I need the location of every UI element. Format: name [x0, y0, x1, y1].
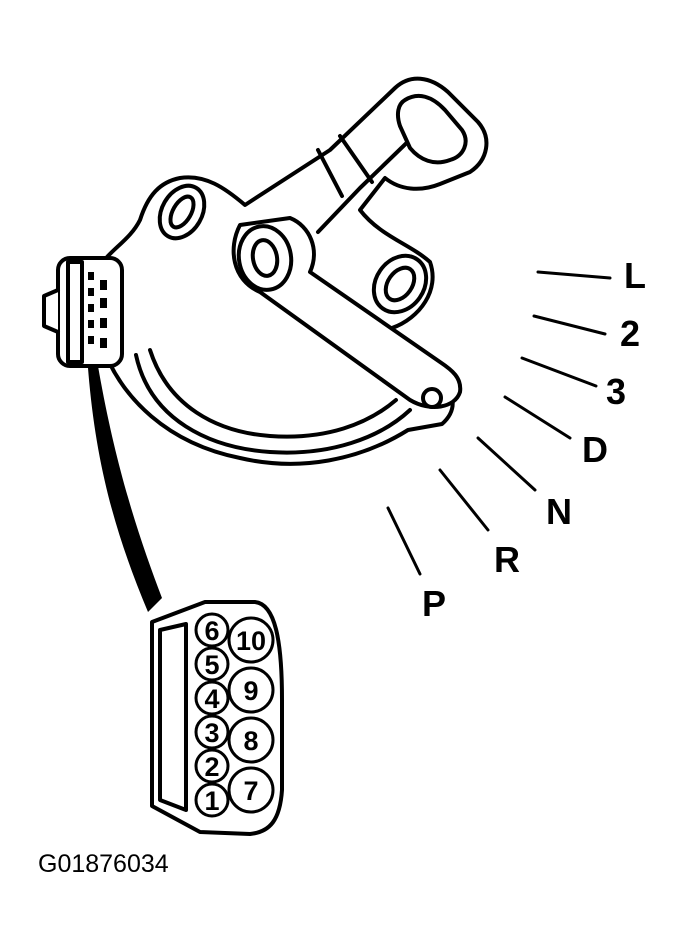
lever-mark-1	[316, 148, 344, 198]
pin-2-label: 2	[204, 752, 219, 782]
pointer-L	[536, 270, 612, 280]
position-label-3: 3	[606, 371, 626, 412]
lever-spine	[316, 128, 422, 234]
body-arc	[134, 353, 412, 455]
pin-7-circle	[227, 766, 275, 814]
pin-2-circle	[194, 748, 230, 784]
pin-4-circle	[194, 680, 230, 716]
connector-pins: 6 5 4 3 2 1 10 9 8 7	[194, 612, 275, 818]
pointer-3	[520, 356, 598, 388]
position-label-N: N	[546, 491, 572, 532]
pin-5-circle	[194, 646, 230, 682]
pin-3-circle	[194, 714, 230, 750]
pointer-N	[476, 436, 537, 492]
mount-hole-center-inner	[250, 238, 280, 278]
callout-wedge	[88, 366, 162, 612]
pin-3-label: 3	[204, 718, 219, 748]
upper-slot	[395, 93, 468, 165]
pin-8-label: 8	[243, 726, 258, 756]
position-label-R: R	[494, 539, 520, 580]
pin-8-circle	[227, 716, 275, 764]
pointer-D	[503, 395, 572, 440]
pin-1-circle	[194, 782, 230, 818]
connector-latch	[158, 622, 188, 812]
pin-9-label: 9	[243, 676, 258, 706]
body-arc-inner	[148, 348, 398, 439]
pin-6-label: 6	[204, 616, 219, 646]
mount-hole-right-inner	[383, 265, 417, 303]
pointer-P	[386, 506, 422, 576]
pin-1-label: 1	[204, 786, 219, 816]
position-label-P: P	[422, 583, 446, 624]
pin-10-label: 10	[236, 626, 266, 656]
lever-pivot	[421, 387, 443, 409]
lever-mark-2	[338, 134, 374, 184]
body-connector-clip	[42, 288, 60, 334]
pin-4-label: 4	[204, 684, 219, 714]
pin-6-circle	[194, 612, 230, 648]
mount-hole-left-inner	[168, 194, 196, 230]
position-label-L: L	[624, 255, 646, 296]
pointer-2	[532, 314, 607, 336]
pin-7-label: 7	[243, 776, 258, 806]
body-connector-latch	[66, 260, 84, 364]
pin-9-circle	[227, 666, 275, 714]
figure-code: G01876034	[38, 850, 169, 878]
position-label-D: D	[582, 429, 608, 470]
position-label-2: 2	[620, 313, 640, 354]
pin-5-label: 5	[204, 650, 219, 680]
pointer-R	[438, 468, 490, 532]
pin-10-circle	[227, 616, 275, 664]
